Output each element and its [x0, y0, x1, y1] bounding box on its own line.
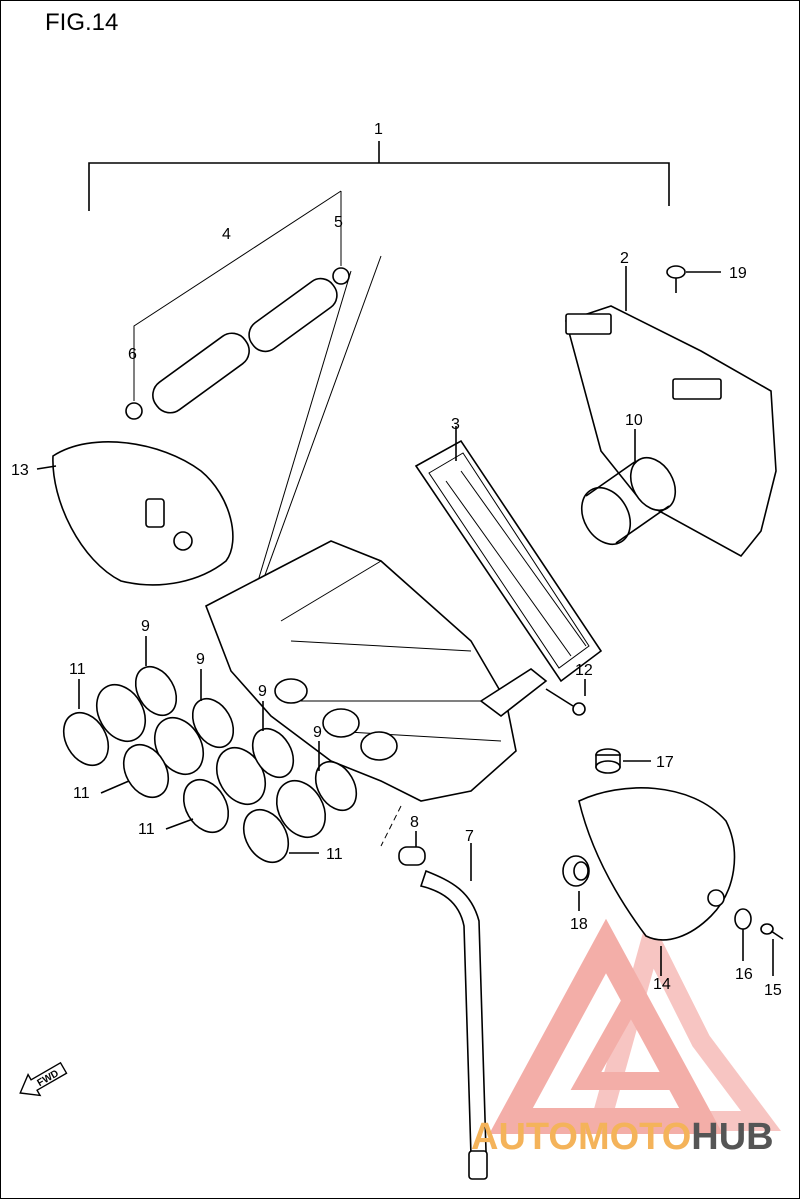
hose-clamps [62, 711, 290, 864]
callout-11b: 11 [73, 785, 90, 802]
watermark-text: AUTOMOTOHUB [471, 1116, 774, 1158]
air-filter-element [414, 439, 603, 683]
callout-2: 2 [620, 250, 629, 267]
side-cover [578, 787, 736, 941]
fwd-arrow-icon: FWD [19, 1061, 68, 1097]
bolt-15 [760, 923, 784, 940]
callout-12: 12 [575, 662, 593, 679]
callout-9b: 9 [196, 651, 205, 668]
washer-16 [734, 908, 752, 930]
callout-19: 19 [729, 265, 747, 282]
leader-lines [36, 465, 774, 976]
callout-14: 14 [653, 976, 671, 993]
callout-18: 18 [570, 916, 588, 933]
bracket-12 [479, 668, 548, 718]
callout-4: 4 [222, 226, 231, 243]
drain-hose [398, 846, 488, 1180]
callout-17: 17 [656, 754, 674, 771]
callout-11c: 11 [138, 821, 155, 838]
upper-case [565, 305, 777, 558]
intake-boots [95, 665, 358, 839]
callout-6: 6 [128, 346, 137, 363]
callout-1: 1 [374, 121, 383, 138]
callout-5: 5 [334, 214, 343, 231]
callout-labels: 1 2 3 4 5 6 7 8 9 9 9 9 10 11 11 11 11 1… [11, 121, 782, 999]
fwd-label: FWD [36, 1068, 61, 1089]
watermark-logo [489, 913, 781, 1134]
callout-9a: 9 [141, 618, 150, 635]
callout-11d: 11 [326, 846, 343, 863]
grommet-17 [595, 748, 621, 774]
callout-8: 8 [410, 814, 419, 831]
grommet-18 [562, 855, 590, 887]
callout-9c: 9 [258, 683, 267, 700]
intake-funnel [580, 456, 677, 546]
callout-13: 13 [11, 462, 29, 479]
figure-title: FIG.14 [45, 9, 119, 36]
callout-9d: 9 [313, 724, 322, 741]
callout-10: 10 [625, 412, 643, 429]
callout-3: 3 [451, 416, 460, 433]
callout-16: 16 [735, 966, 753, 983]
callout-7: 7 [465, 828, 474, 845]
air-cleaner-cover [52, 441, 234, 586]
assembly-bracket [88, 141, 670, 211]
callout-11a: 11 [69, 661, 86, 678]
screw-19 [666, 265, 721, 293]
callout-15: 15 [764, 982, 782, 999]
